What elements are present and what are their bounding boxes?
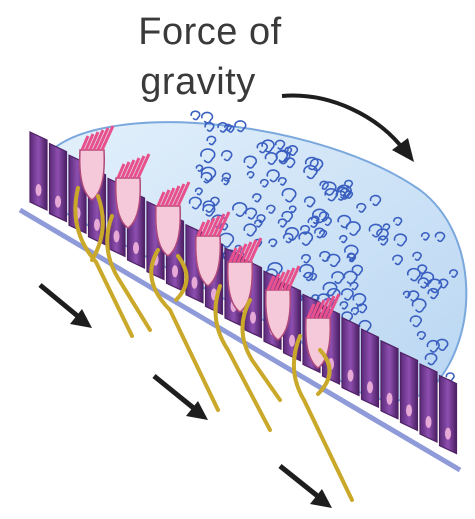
supporting-cell xyxy=(50,144,67,222)
supporting-cell-nucleus xyxy=(192,277,198,289)
supporting-cell-nucleus xyxy=(94,219,100,231)
supporting-cell xyxy=(342,318,359,396)
supporting-cell-nucleus xyxy=(387,393,393,405)
supporting-cell xyxy=(381,341,398,419)
supporting-cell xyxy=(440,376,457,454)
supporting-cell-nucleus xyxy=(36,184,42,196)
supporting-cell-nucleus xyxy=(426,416,432,428)
supporting-cell-nucleus xyxy=(289,335,295,347)
supporting-cell-nucleus xyxy=(250,312,256,324)
supporting-cell-nucleus xyxy=(406,404,412,416)
otoconia-crystal xyxy=(191,111,200,119)
gravity-label-line-2: gravity xyxy=(68,60,328,104)
supporting-cell xyxy=(30,132,47,210)
supporting-cell-nucleus xyxy=(133,242,139,254)
supporting-cell-nucleus xyxy=(348,370,354,382)
shear-arrow-1 xyxy=(40,285,92,328)
supporting-cell xyxy=(362,329,379,407)
supporting-cell xyxy=(401,352,418,430)
gravity-label-line-1: Force of xyxy=(80,10,340,54)
supporting-cell xyxy=(420,364,437,442)
supporting-cell-nucleus xyxy=(445,428,451,440)
shear-arrow-2 xyxy=(154,376,208,420)
supporting-cell-nucleus xyxy=(114,230,120,242)
otoconia-crystal xyxy=(202,112,213,122)
supporting-cell-nucleus xyxy=(55,196,61,208)
supporting-cell-nucleus xyxy=(367,381,373,393)
shear-arrow-3 xyxy=(280,466,332,508)
supporting-cell-nucleus xyxy=(172,265,178,277)
